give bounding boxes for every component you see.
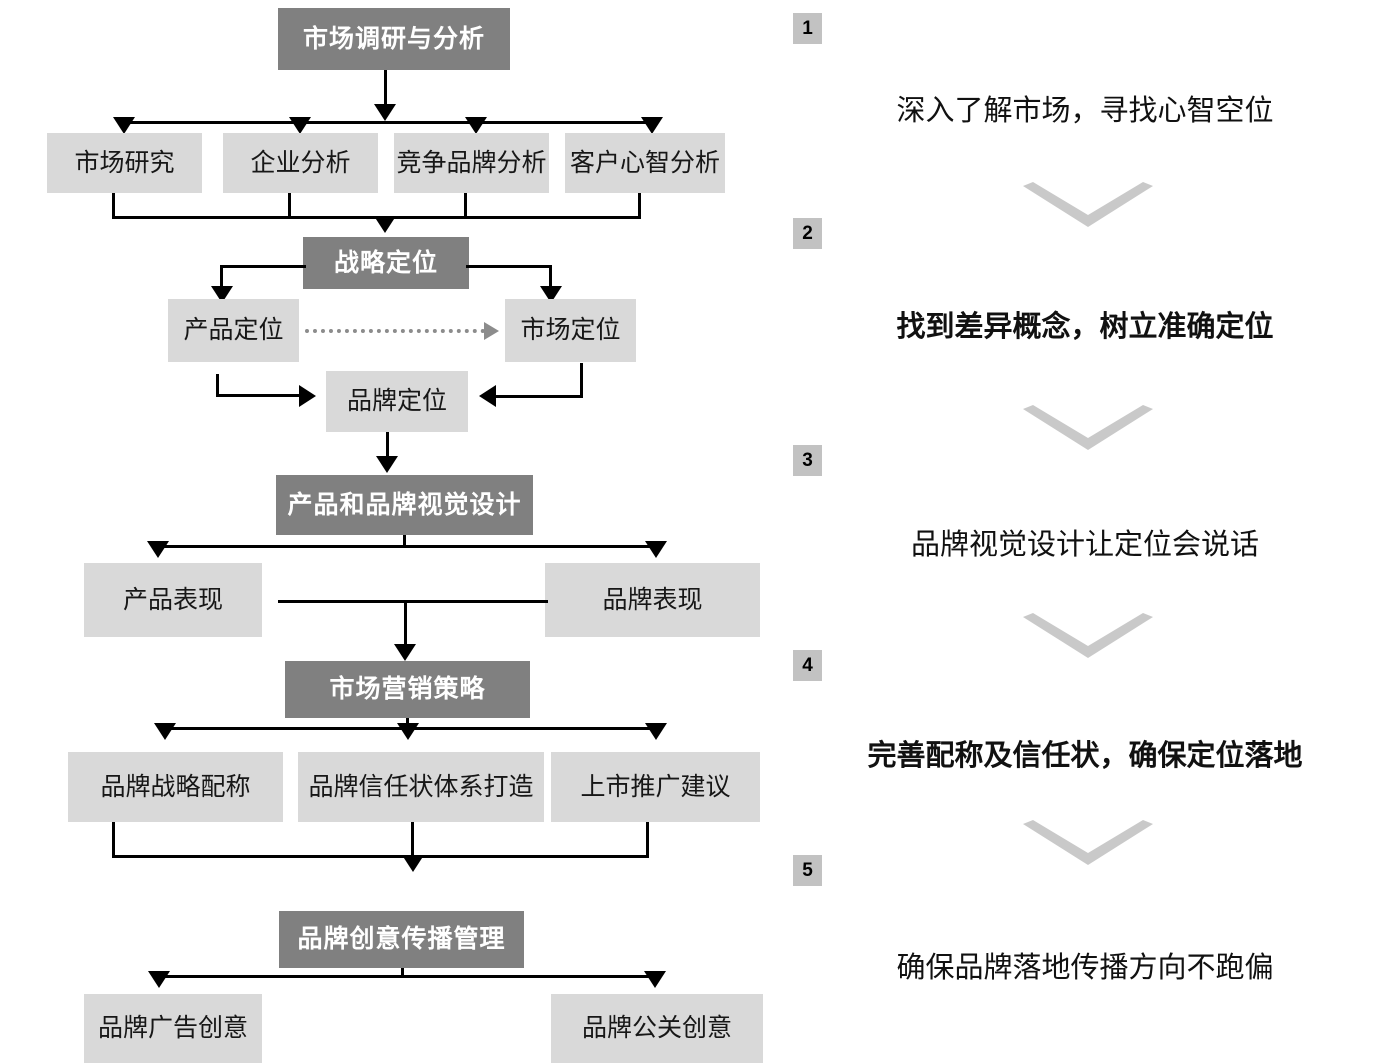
connector-stage2-right-drop (549, 265, 552, 293)
connector-stage5-bus (156, 975, 653, 978)
stage2-node-product-positioning[interactable]: 产品定位 (168, 299, 299, 362)
arrow-stage2-to-stage3 (376, 456, 398, 473)
connector-market-to-brand-h (496, 395, 583, 398)
stage4-node-brand-strategy-fit[interactable]: 品牌战略配称 (68, 752, 283, 822)
stage-summary-2: 找到差异概念，树立准确定位 (896, 311, 1274, 343)
stage1-node-enterprise-analysis[interactable]: 企业分析 (223, 133, 378, 193)
arrow-stage1-node-4 (641, 117, 663, 134)
arrow-product-to-market (484, 322, 499, 340)
connector-stage2-left-bus (220, 265, 306, 268)
stage4-node-brand-trust-system[interactable]: 品牌信任状体系打造 (298, 752, 544, 822)
arrow-stage1-node-3 (465, 117, 487, 134)
connector-product-to-brand-v (216, 374, 219, 396)
stage-summary-4: 完善配称及信任状，确保定位落地 (867, 740, 1303, 772)
step-badge-1[interactable]: 1 (793, 13, 822, 44)
connector-stage1-up-1 (112, 193, 115, 219)
step-badge-2[interactable]: 2 (793, 218, 822, 249)
stage2-node-market-positioning[interactable]: 市场定位 (505, 299, 636, 362)
stage-header-4[interactable]: 市场营销策略 (285, 661, 530, 718)
stage-header-2[interactable]: 战略定位 (303, 237, 469, 289)
chevron-down-icon-2 (1023, 405, 1153, 450)
arrow-market-to-brand (479, 385, 496, 407)
step-badge-5[interactable]: 5 (793, 855, 822, 886)
stage5-node-brand-pr-creative[interactable]: 品牌公关创意 (551, 994, 763, 1063)
connector-stage1-up-3 (464, 193, 467, 219)
connector-stage1-bus (122, 121, 650, 124)
step-badge-3[interactable]: 3 (793, 445, 822, 476)
connector-stage4-merge-bus (112, 855, 649, 858)
connector-stage1-up-2 (288, 193, 291, 219)
connector-stage4-up-2 (411, 822, 414, 858)
stage-summary-1: 深入了解市场，寻找心智空位 (896, 95, 1274, 127)
step-badge-4[interactable]: 4 (793, 650, 822, 681)
connector-stage5-center-drop (401, 968, 404, 978)
stage-summary-5: 确保品牌落地传播方向不跑偏 (896, 952, 1274, 984)
chevron-down-icon-1 (1023, 182, 1153, 227)
connector-stage3-center-drop (403, 535, 406, 547)
arrow-stage4-node-3 (645, 723, 667, 740)
connector-stage4-up-3 (646, 822, 649, 858)
stage-header-5[interactable]: 品牌创意传播管理 (279, 911, 524, 968)
connector-stage2-left-drop (220, 265, 223, 293)
stage-header-3[interactable]: 产品和品牌视觉设计 (276, 475, 533, 535)
stage1-node-customer-mind-analysis[interactable]: 客户心智分析 (565, 133, 725, 193)
arrow-stage4-to-stage5 (402, 855, 424, 872)
arrow-stage1-merge (374, 216, 396, 233)
connector-stage3-merge-bus (278, 600, 548, 603)
arrow-stage1-trunk (374, 104, 396, 121)
connector-stage3-merge-drop (404, 600, 407, 656)
arrow-product-to-brand (299, 385, 316, 407)
stage5-node-brand-advertising-creative[interactable]: 品牌广告创意 (84, 994, 262, 1063)
arrow-stage4-node-1 (154, 723, 176, 740)
arrow-stage5-node-2 (644, 971, 666, 988)
stage1-node-market-research[interactable]: 市场研究 (47, 133, 202, 193)
stage1-node-competitor-analysis[interactable]: 竞争品牌分析 (394, 133, 549, 193)
arrow-stage5-node-1 (148, 971, 170, 988)
stage4-node-launch-promotion[interactable]: 上市推广建议 (551, 752, 760, 822)
connector-stage1-up-4 (638, 193, 641, 219)
connector-stage4-up-1 (112, 822, 115, 858)
chevron-down-icon-4 (1023, 820, 1153, 865)
stage-summary-3: 品牌视觉设计让定位会说话 (910, 529, 1259, 561)
arrow-stage2-market-position (540, 286, 562, 303)
connector-product-to-market-dotted (305, 329, 485, 333)
arrow-stage3-to-stage4 (394, 644, 416, 661)
arrow-stage2-product-position (211, 286, 233, 303)
connector-stage2-to-stage3 (386, 432, 389, 468)
arrow-stage1-node-1 (113, 117, 135, 134)
connector-stage2-right-bus (466, 265, 552, 268)
connector-stage1-trunk (384, 70, 387, 112)
chevron-down-icon-3 (1023, 613, 1153, 658)
arrow-stage1-node-2 (289, 117, 311, 134)
stage2-node-brand-positioning[interactable]: 品牌定位 (326, 371, 468, 432)
connector-market-to-brand-v (580, 363, 583, 398)
arrow-stage3-node-2 (645, 541, 667, 558)
arrow-stage3-node-1 (147, 541, 169, 558)
stage3-node-brand-expression[interactable]: 品牌表现 (545, 563, 760, 637)
connector-product-to-brand-h (216, 394, 301, 397)
stage3-node-product-expression[interactable]: 产品表现 (84, 563, 262, 637)
stage-header-1[interactable]: 市场调研与分析 (278, 8, 510, 70)
arrow-stage4-node-2 (397, 723, 419, 740)
